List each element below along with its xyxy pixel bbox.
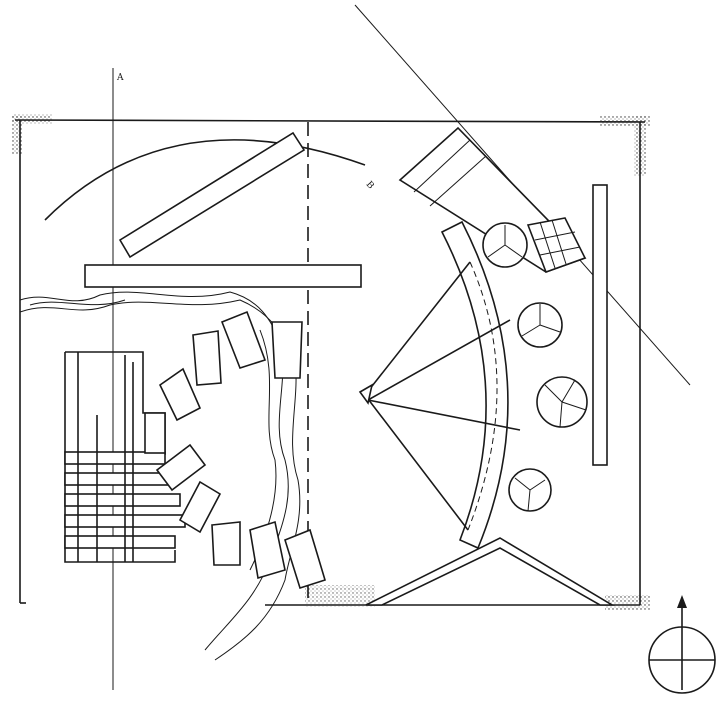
fan-stage	[358, 220, 521, 550]
section-label-b: B	[364, 180, 376, 192]
north-arrow-icon	[648, 595, 716, 694]
horizontal-bar	[84, 264, 362, 288]
section-label-a: A	[116, 73, 124, 83]
site-boundary	[12, 114, 650, 610]
pavilion-4	[508, 468, 552, 512]
pitched-roof	[365, 537, 615, 606]
scattered-blocks	[155, 310, 326, 590]
left-building	[64, 351, 186, 563]
section-line-a: A	[112, 68, 124, 690]
right-bar	[592, 184, 608, 466]
grid-block	[398, 126, 587, 274]
pavilion-3	[536, 376, 588, 428]
slanted-bar	[118, 131, 306, 259]
circular-pavilions	[482, 222, 588, 512]
pavilion-1	[482, 222, 528, 268]
pavilion-2	[517, 302, 563, 348]
arc-boundary	[44, 139, 366, 221]
